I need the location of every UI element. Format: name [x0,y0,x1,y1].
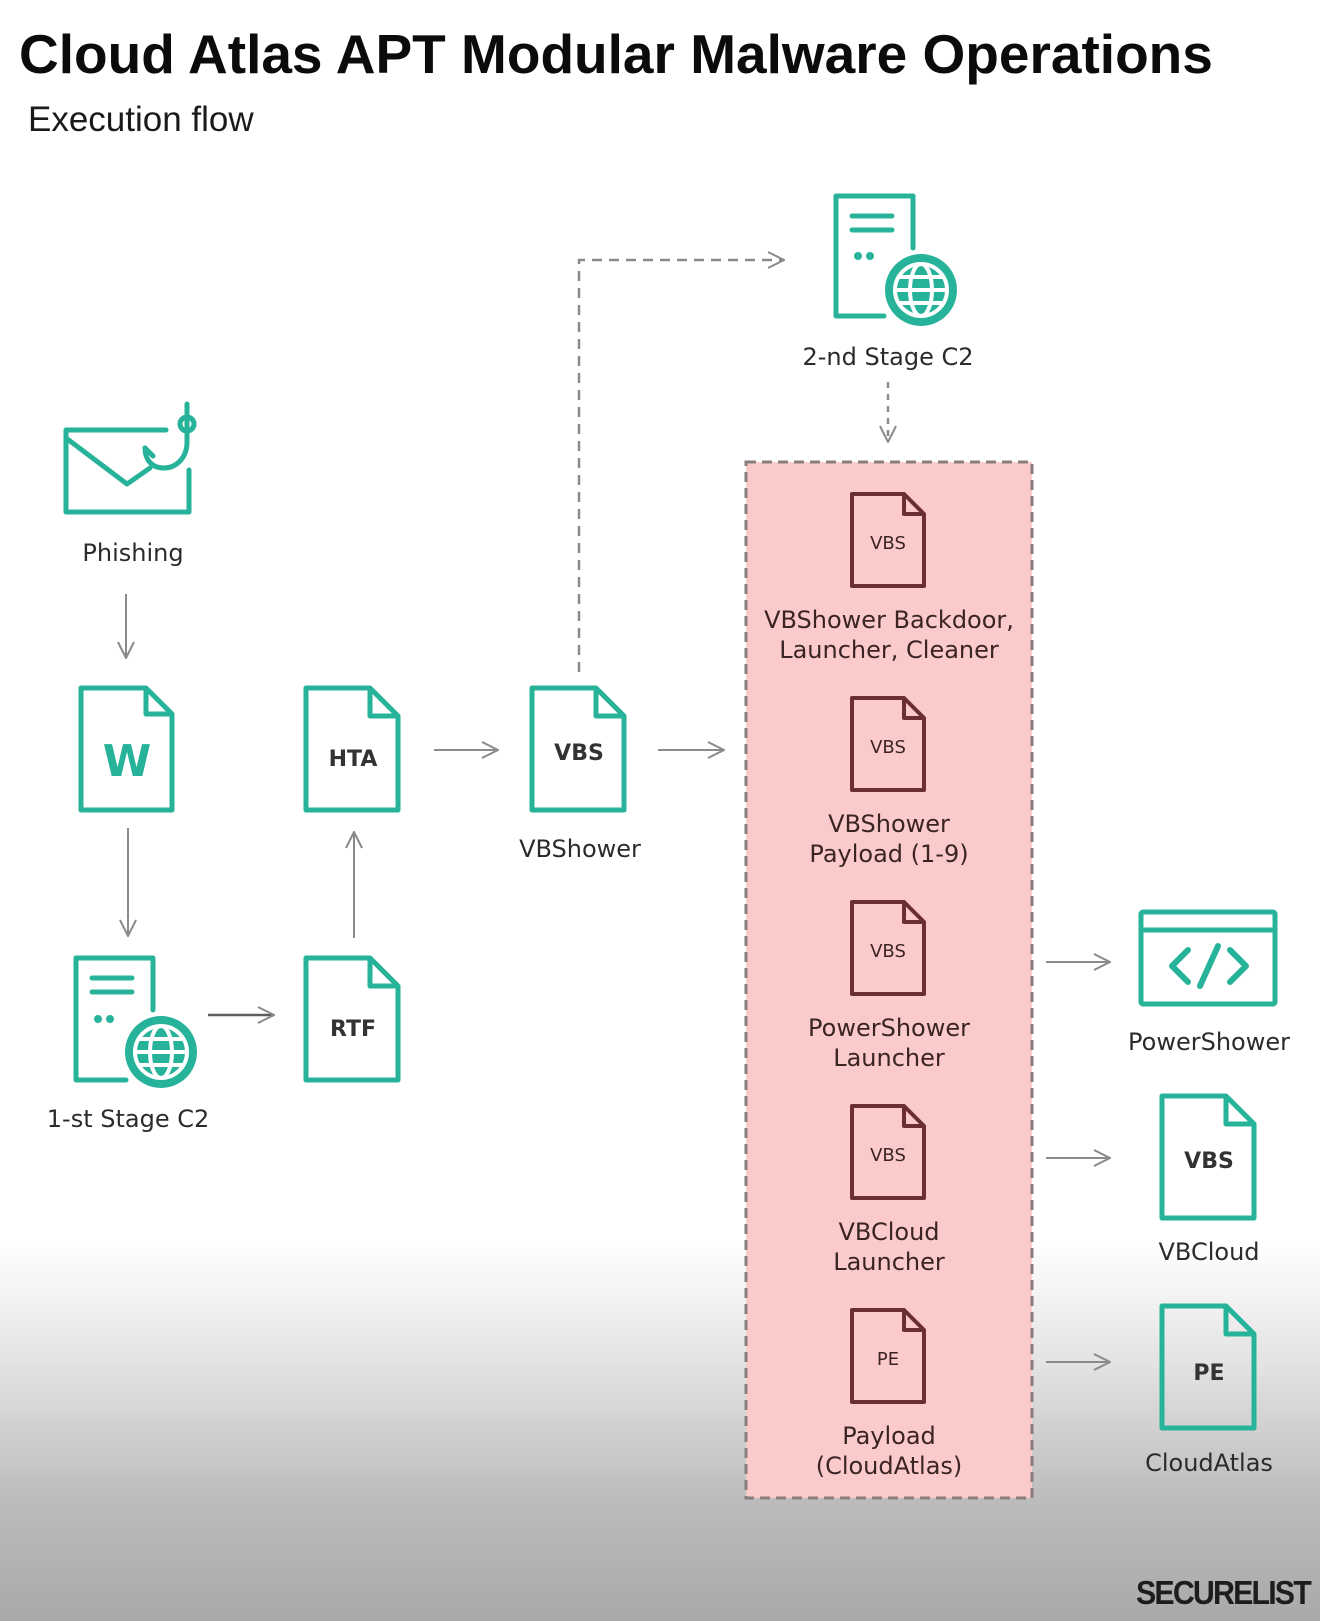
panel-item-3-line2: Launcher [833,1044,945,1072]
email-hook-icon [63,401,197,515]
c2-first-label: 1-st Stage C2 [46,1105,210,1133]
cloudatlas-icon-text: PE [1193,1361,1224,1386]
panel-item-3-icon-text: VBS [870,941,906,962]
page-subtitle: Execution flow [28,100,254,139]
page-title: Cloud Atlas APT Modular Malware Operatio… [19,23,1213,85]
vbcloud-icon-text: VBS [1184,1149,1234,1174]
panel-item-5-line1: Payload [842,1422,936,1450]
word-icon-letter: W [103,736,152,787]
rtf-icon-text: RTF [330,1017,376,1042]
panel-vbs-icon-1: VBS [850,492,926,588]
panel-item-1-label: VBShower Backdoor, Launcher, Cleaner [764,605,1014,665]
panel-item-2-line1: VBShower [828,810,950,838]
vbcloud-document-icon: VBS [1159,1093,1257,1221]
panel-vbs-icon-3: VBS [850,900,926,996]
hta-icon-text: HTA [329,747,378,772]
dashed-arrow-vbs-to-c2 [577,260,784,672]
panel-item-5-icon-text: PE [877,1349,899,1370]
globe-icon [125,1016,197,1088]
panel-item-4-icon-text: VBS [870,1145,906,1166]
panel-item-1-icon-text: VBS [870,533,906,554]
panel-item-5-label: Payload (CloudAtlas) [816,1421,963,1481]
panel-vbs-icon-4: VBS [850,1104,926,1200]
vbshower-label: VBShower [519,835,641,863]
panel-item-4-line1: VBCloud [838,1218,940,1246]
phishing-label: Phishing [82,539,184,567]
code-window-icon [1138,909,1278,1007]
vbs-document-icon: VBS [529,685,627,813]
panel-item-4-line2: Launcher [833,1248,945,1276]
panel-item-3-label: PowerShower Launcher [808,1013,970,1073]
securelist-logo: SECURELIST [1136,1574,1312,1611]
panel-item-1-line2: Launcher, Cleaner [779,636,999,664]
vbcloud-label: VBCloud [1158,1238,1260,1266]
vbshower-icon-text: VBS [554,741,604,766]
rtf-document-icon: RTF [303,955,401,1083]
panel-vbs-icon-2: VBS [850,696,926,792]
panel-item-1-line1: VBShower Backdoor, [764,606,1014,634]
server-globe-icon [73,955,156,1083]
c2-second-label: 2-nd Stage C2 [802,343,974,371]
panel-item-2-line2: Payload (1-9) [809,840,969,868]
powershower-label: PowerShower [1128,1028,1290,1056]
word-document-icon: W [78,685,175,813]
panel-item-2-label: VBShower Payload (1-9) [809,809,968,869]
panel-item-5-line2: (CloudAtlas) [815,1452,963,1480]
cloudatlas-label: CloudAtlas [1145,1449,1273,1477]
panel-item-2-icon-text: VBS [870,737,906,758]
hta-document-icon: HTA [303,685,401,813]
globe-icon-second [885,254,957,326]
server-globe-icon-second [833,193,916,319]
panel-item-4-label: VBCloud Launcher [833,1217,945,1277]
panel-pe-icon-5: PE [850,1308,926,1404]
panel-item-3-line1: PowerShower [808,1014,970,1042]
cloudatlas-document-icon: PE [1159,1303,1257,1431]
payload-panel [744,460,1034,1500]
